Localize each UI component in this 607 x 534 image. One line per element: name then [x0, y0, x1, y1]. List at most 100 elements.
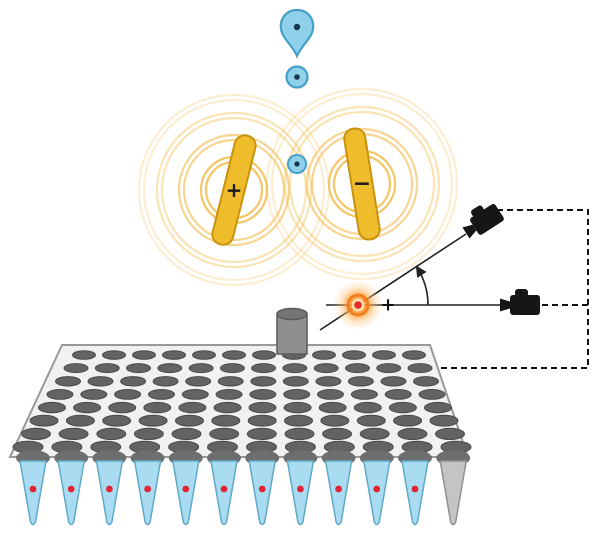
well [211, 414, 241, 427]
levitated-droplet [354, 301, 362, 309]
well [402, 350, 426, 360]
well [282, 376, 309, 387]
well [87, 376, 114, 387]
well [250, 376, 277, 387]
field-ripple [142, 98, 326, 282]
electrode-negative-bar [343, 127, 381, 241]
sample-dot [220, 485, 228, 493]
sample-tube [95, 460, 124, 526]
electrode-positive-bar [211, 134, 257, 246]
cylinder-body [276, 313, 308, 355]
well [108, 401, 137, 414]
empty-tube [439, 460, 467, 526]
sample-tube [286, 460, 315, 526]
well [380, 376, 407, 387]
sample-tube [172, 460, 200, 526]
electrode-positive: + [211, 134, 257, 246]
well [413, 376, 439, 387]
well [29, 414, 59, 427]
droplet-dispenser [279, 8, 315, 59]
field-ripple [305, 127, 419, 241]
well [213, 401, 242, 414]
falling-droplet [285, 65, 309, 89]
well [376, 363, 402, 374]
sample-dot [373, 485, 381, 493]
well [132, 350, 156, 360]
well [372, 350, 396, 360]
levitated-droplet-glow [333, 280, 383, 330]
well [72, 350, 96, 360]
well [345, 363, 370, 374]
field-ripples [137, 87, 459, 287]
well [283, 389, 311, 400]
well [282, 363, 308, 374]
well [94, 363, 120, 374]
well [315, 376, 342, 387]
well [284, 427, 315, 440]
electrode-negative-label: − [353, 172, 371, 197]
well [393, 414, 423, 427]
field-ripple [182, 138, 286, 242]
field-ripple [288, 110, 436, 258]
well [215, 389, 243, 400]
well [247, 414, 277, 427]
well [162, 350, 186, 360]
sample-dot [67, 485, 75, 493]
well [317, 389, 344, 400]
well [219, 363, 245, 374]
well [252, 350, 276, 360]
well [55, 376, 81, 387]
well [126, 363, 151, 374]
well [246, 427, 277, 440]
well [353, 401, 382, 414]
sample-tubes [16, 450, 471, 526]
sample-dot [297, 485, 304, 493]
well [63, 363, 89, 374]
angle-arc [415, 265, 429, 306]
field-ripple [177, 133, 291, 247]
well [102, 414, 132, 427]
sample-dot [411, 485, 419, 493]
well [178, 401, 207, 414]
well [347, 376, 374, 387]
well [384, 389, 412, 400]
well [342, 350, 366, 360]
sample-tube [210, 460, 238, 526]
well [407, 363, 433, 374]
well [157, 363, 183, 374]
well [80, 389, 108, 400]
well [102, 350, 126, 360]
dispenser-teardrop [279, 8, 315, 59]
well [222, 350, 246, 360]
sample-tube [57, 460, 85, 526]
wells-grid [12, 350, 472, 454]
field-ripple [160, 116, 308, 264]
sample-tube [401, 460, 429, 526]
camera-side-icon [500, 289, 540, 315]
glow-ring [346, 293, 370, 317]
well [21, 427, 51, 440]
well [217, 376, 244, 387]
trapped-droplet-dot [294, 161, 300, 167]
well [152, 376, 179, 387]
well [185, 376, 212, 387]
well [424, 401, 452, 414]
field-ripple [265, 87, 459, 281]
sample-dot [258, 485, 266, 493]
sample-tube [363, 460, 391, 526]
well [397, 427, 428, 440]
droplet-plus-marker: + [380, 295, 395, 316]
sample-tube [19, 460, 47, 526]
well [429, 414, 459, 427]
well [143, 401, 172, 414]
dashed-connector [438, 209, 589, 369]
well [96, 427, 127, 440]
well [192, 350, 216, 360]
well [73, 401, 102, 414]
sample-dot [335, 485, 342, 493]
well [418, 389, 446, 400]
well [133, 427, 164, 440]
well [148, 389, 175, 400]
well [435, 427, 465, 440]
sample-dot [182, 485, 190, 493]
